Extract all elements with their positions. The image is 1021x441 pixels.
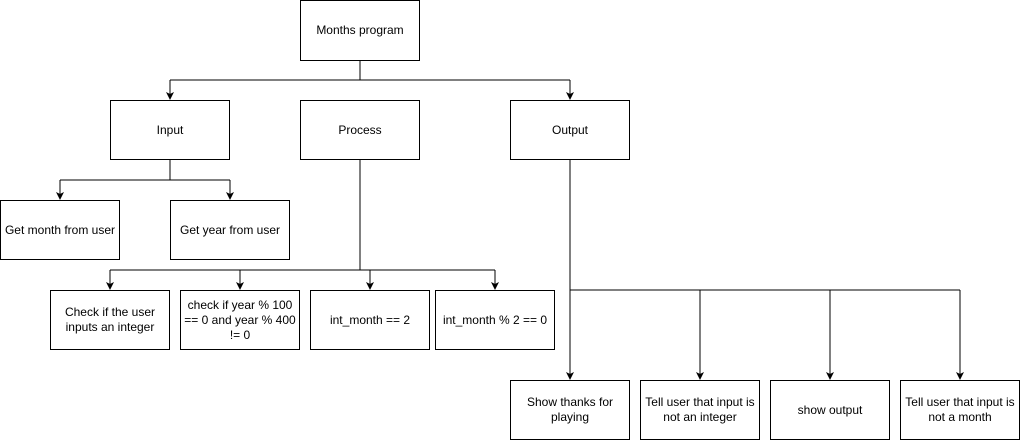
node-check-integer-box: [50, 290, 170, 350]
node-int-month-mod-2-box: [435, 290, 555, 350]
node-process-label: Process: [338, 122, 382, 137]
node-check-year-label: check if year % 100 == 0 and year % 400 …: [184, 297, 296, 342]
node-input-label: Input: [156, 122, 184, 137]
edge-output-to-children: [566, 160, 964, 380]
node-get-year-box: [170, 200, 290, 260]
node-tell-not-integer-box: [640, 380, 760, 440]
node-check-integer-label: Check if the user inputs an integer: [64, 305, 156, 334]
edge-input-to-children: [56, 160, 234, 200]
node-output-box: [510, 100, 630, 160]
edge-process-to-children: [106, 160, 499, 290]
node-tell-not-month-label: Tell user that input is not a month: [905, 395, 1015, 424]
node-show-output-label: show output: [797, 402, 863, 417]
node-tell-not-month-box: [900, 380, 1020, 440]
node-check-year-box: [180, 290, 300, 350]
node-show-thanks-box: [510, 380, 630, 440]
node-root-label: Months program: [316, 23, 404, 37]
node-get-month-box: [0, 200, 120, 260]
node-int-month-mod-2-label: int_month % 2 == 0: [442, 312, 548, 327]
node-show-thanks-label: Show thanks for playing: [526, 395, 614, 424]
node-output-label: Output: [551, 122, 589, 137]
node-int-month-eq-2-box: [310, 290, 430, 350]
node-process-box: [300, 100, 420, 160]
node-get-month-label: Get month from user: [4, 222, 116, 237]
node-tell-not-integer-label: Tell user that input is not an integer: [645, 395, 755, 424]
edge-root-to-level1: [166, 60, 574, 100]
node-input-box: [110, 100, 230, 160]
node-show-output-box: [770, 380, 890, 440]
node-int-month-eq-2-label: int_month == 2: [329, 312, 411, 327]
node-get-year-label: Get year from user: [179, 222, 281, 237]
node-root-box: [300, 0, 420, 61]
